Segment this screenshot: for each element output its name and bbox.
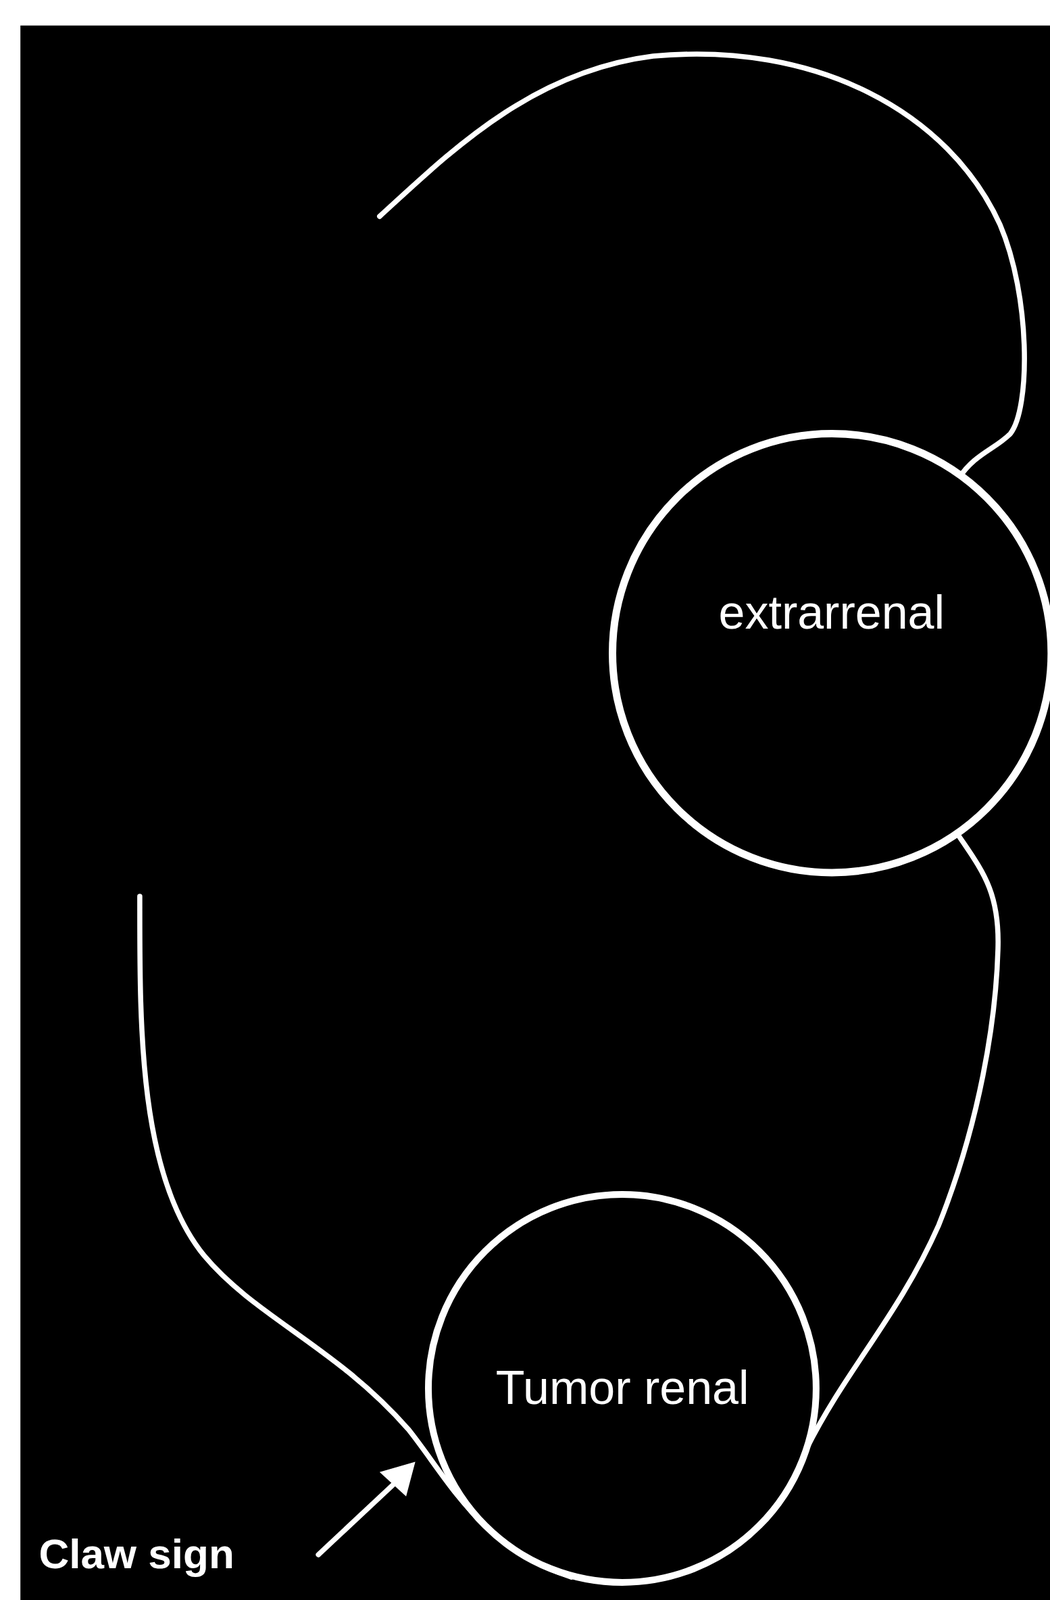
- circle-shape: [612, 433, 1050, 873]
- pointer-arrow-shaft: [318, 1479, 398, 1555]
- circle-node: extrarrenal: [608, 429, 1050, 876]
- pointer-arrow-head: [379, 1461, 416, 1496]
- black-ground: [20, 25, 1050, 1600]
- kidney-contour-upper: [379, 54, 1025, 478]
- node-label: Tumor renal: [495, 1361, 750, 1414]
- node-label: extrarrenal: [718, 586, 946, 639]
- circle-node: Tumor renal: [425, 1190, 820, 1586]
- circle-shape: [428, 1193, 817, 1582]
- circle-outline: [608, 429, 1050, 876]
- sign-label: Claw sign: [38, 1530, 234, 1577]
- kidney-contour-lower: [806, 828, 998, 1449]
